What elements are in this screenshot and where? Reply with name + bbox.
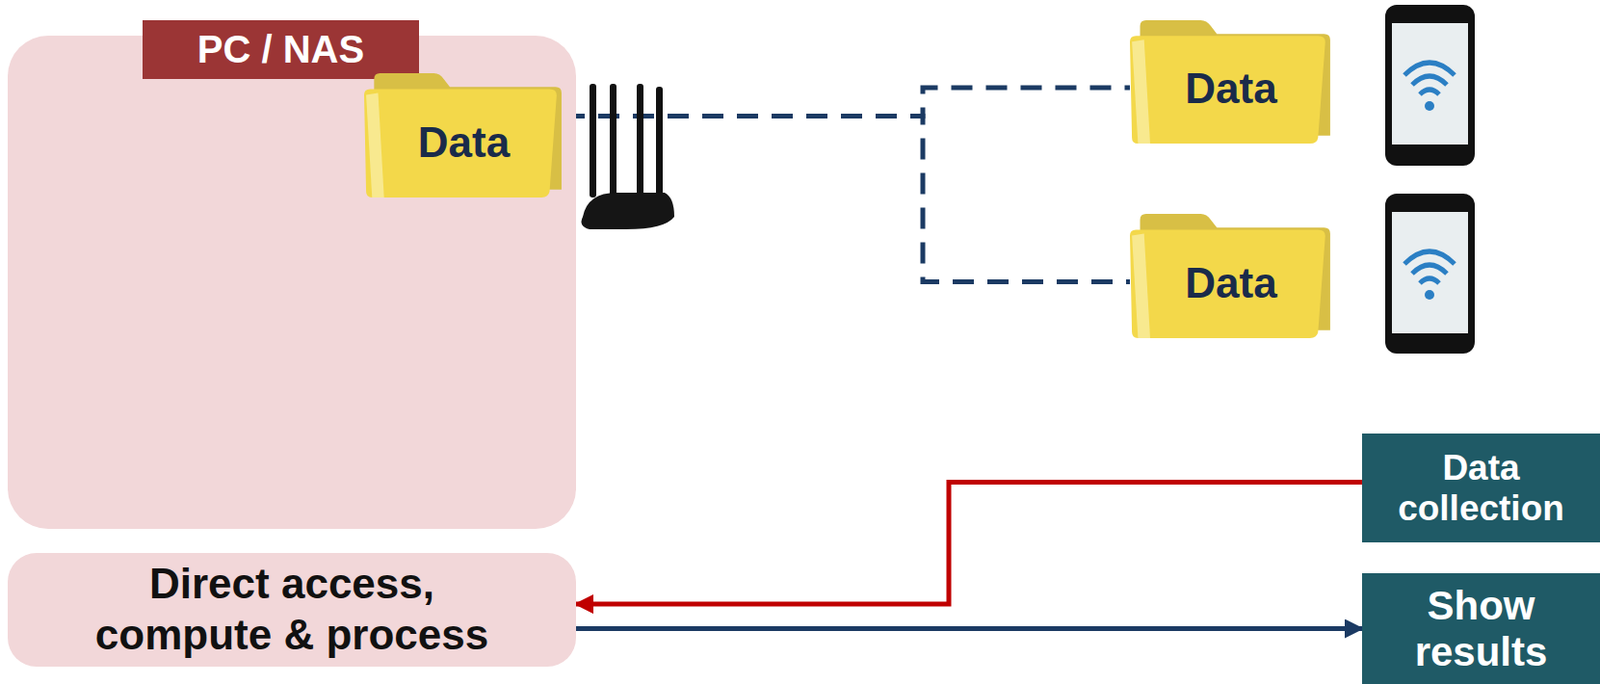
phone-icon: [1385, 193, 1475, 354]
connector: [576, 626, 1363, 631]
process-box: Data collection: [1362, 433, 1600, 543]
node-label: Data collection: [1371, 447, 1591, 528]
pc-nas-region: PC / NASData: [7, 35, 577, 529]
phone-icon: [1385, 4, 1475, 166]
node-label: Show results: [1371, 582, 1591, 674]
data-folder: Data: [1129, 18, 1333, 146]
process-box: Show results: [1362, 573, 1600, 684]
connector: [563, 87, 1130, 117]
data-folder: Data: [1129, 211, 1333, 341]
node-label: Data: [1184, 51, 1277, 113]
region-heading: PC / NAS: [142, 20, 420, 79]
connector: [576, 482, 1363, 605]
node-label: Data: [418, 104, 510, 167]
connector: [563, 116, 1130, 283]
process-band: Direct access, compute & process: [7, 552, 577, 667]
data-folder: Data: [364, 71, 564, 200]
node-label: Data: [1184, 245, 1277, 308]
router-icon: [581, 83, 675, 230]
node-label: Direct access, compute & process: [65, 558, 519, 661]
